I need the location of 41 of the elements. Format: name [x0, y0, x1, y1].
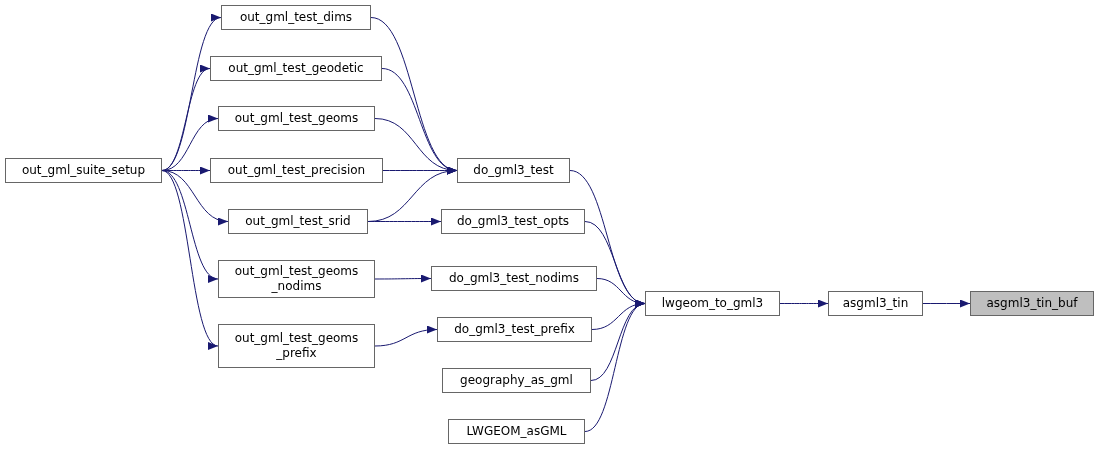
function-box — [218, 324, 375, 368]
function-name: asgml3_tin_buf — [986, 296, 1078, 311]
function-box — [441, 209, 585, 234]
function-name: out_gml_test_precision — [227, 163, 366, 178]
function-name: out_gml_test_dims — [239, 10, 353, 25]
function-box — [970, 291, 1094, 316]
function-box — [448, 419, 585, 444]
function-box — [431, 266, 597, 291]
arrow — [779, 299, 829, 308]
function-name: do_gml3_test — [473, 163, 554, 178]
function-box — [457, 158, 570, 183]
function-box — [210, 56, 382, 81]
function-box — [645, 291, 780, 316]
arrow — [374, 274, 432, 283]
function-name: do_gml3_test_prefix — [454, 322, 575, 337]
arrow — [367, 217, 442, 226]
function-name: out_gml_suite_setup — [21, 163, 146, 178]
function-box — [442, 368, 591, 393]
function-name: out_gml_test_geodetic — [228, 61, 364, 76]
function-box — [228, 209, 368, 234]
function-name: lwgeom_to_gml3 — [661, 296, 764, 311]
arrow — [922, 299, 971, 308]
function-name: do_gml3_test_opts — [456, 214, 570, 229]
function-name: out_gml_test_geoms _prefix — [233, 331, 360, 361]
function-box — [210, 158, 383, 183]
function-name: out_gml_test_geoms _nodims — [233, 264, 360, 294]
function-box — [218, 106, 375, 131]
function-name: out_gml_test_srid — [245, 214, 351, 229]
function-name: out_gml_test_geoms — [234, 111, 359, 126]
function-name: asgml3_tin — [842, 296, 909, 311]
arrow — [161, 170, 219, 347]
function-box — [437, 317, 592, 342]
function-box — [221, 5, 371, 30]
function-name: do_gml3_test_nodims — [448, 271, 580, 286]
arrow — [584, 303, 646, 432]
function-name: geography_as_gml — [460, 373, 573, 388]
function-box — [218, 260, 375, 298]
function-box — [5, 158, 162, 183]
function-box — [828, 291, 923, 316]
function-name: LWGEOM_asGML — [466, 424, 567, 439]
arrow — [374, 325, 438, 347]
